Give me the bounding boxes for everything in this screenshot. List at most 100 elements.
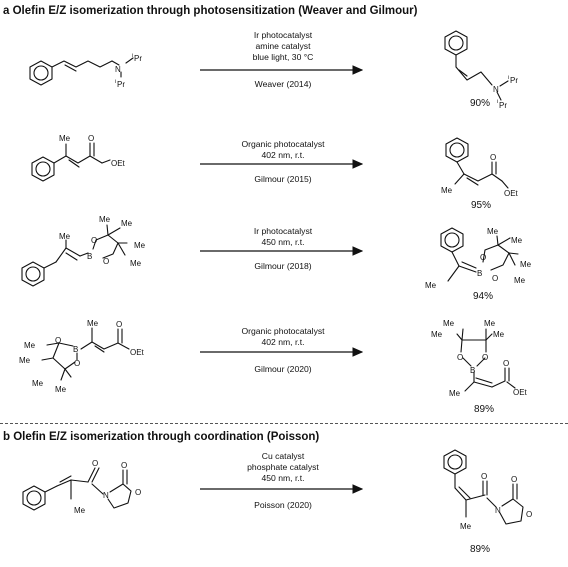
atom-label-b: B [73, 345, 78, 354]
reaction-4-citation: Gilmour (2020) [254, 364, 312, 374]
reaction-4-conditions: Organic photocatalyst 402 nm, r.t. [198, 326, 368, 348]
reaction-3-conditions: Ir photocatalyst 450 nm, r.t. [198, 226, 368, 248]
atom-label-me: Me [55, 385, 67, 394]
atom-labels: N i Pr i Pr N i Pr i Pr Me O OEt Me O OE… [19, 53, 532, 531]
atom-label-o: O [92, 459, 98, 468]
atom-label-me: Me [443, 319, 455, 328]
atom-label-oet: OEt [504, 189, 519, 198]
reaction-1-substrate [29, 57, 134, 86]
atom-label-o: O [88, 134, 94, 143]
atom-label-o: O [135, 488, 141, 497]
benzene-ring [21, 261, 45, 287]
section-b-title: Olefin E/Z isomerization through coordin… [13, 431, 320, 443]
atom-label-me: Me [121, 219, 133, 228]
atom-label-me: Me [74, 506, 86, 515]
atom-label-me: Me [32, 379, 44, 388]
reaction-1-condition-line: amine catalyst [255, 41, 311, 51]
atom-label-o: O [492, 274, 498, 283]
reaction-5-condition-line: 450 nm, r.t. [261, 473, 305, 483]
atom-label-me: Me [130, 259, 142, 268]
atom-label-me: Me [24, 341, 36, 350]
reaction-4-yield: 89% [474, 404, 495, 415]
section-a-title: Olefin E/Z isomerization through photose… [12, 5, 418, 17]
atom-label-n: N [495, 506, 501, 515]
reaction-1-product [444, 30, 509, 101]
reaction-3-citation: Gilmour (2018) [254, 261, 312, 271]
section-b-letter: b [3, 431, 11, 443]
atom-label-oet: OEt [130, 348, 145, 357]
atom-label-o: O [511, 475, 517, 484]
reaction-5-product [443, 449, 524, 525]
atom-label-me: Me [520, 260, 532, 269]
atom-label-o: O [103, 257, 109, 266]
atom-label-b: B [87, 252, 92, 261]
reaction-2-product [445, 137, 509, 189]
reaction-1-yield: 90% [470, 98, 491, 109]
reaction-5-substrate [22, 467, 132, 511]
reaction-3-product [440, 227, 519, 282]
atom-label-o: O [526, 510, 532, 519]
atom-label-me: Me [514, 276, 526, 285]
atom-label-o: O [490, 153, 496, 162]
benzene-ring [440, 227, 464, 253]
reaction-1-condition-line: Ir photocatalyst [253, 30, 313, 40]
reaction-2-conditions: Organic photocatalyst 402 nm, r.t. [198, 139, 368, 161]
reaction-2-condition-line: 402 nm, r.t. [261, 150, 305, 160]
atom-label-me: Me [425, 281, 437, 290]
section-a-heading: a Olefin E/Z isomerization through photo… [3, 5, 417, 17]
atom-label-pr: Pr [117, 80, 125, 89]
reaction-1-condition-line: blue light, 30 °C [252, 52, 314, 62]
atom-label-o: O [503, 359, 509, 368]
atom-label-me: Me [99, 215, 111, 224]
atom-label-pr: Pr [510, 76, 518, 85]
benzene-ring [444, 30, 468, 56]
section-b-heading: b Olefin E/Z isomerization through coord… [3, 431, 319, 443]
reaction-2-yield: 95% [471, 200, 492, 211]
atom-label-me: Me [59, 134, 71, 143]
reaction-4-condition-line: Organic photocatalyst [241, 326, 325, 336]
atom-label-o: O [116, 320, 122, 329]
atom-label-n: N [493, 85, 499, 94]
atom-label-n: N [115, 65, 121, 74]
reaction-5-condition-line: Cu catalyst [261, 451, 305, 461]
reaction-1-citation: Weaver (2014) [254, 79, 312, 89]
reaction-3-yield: 94% [473, 291, 494, 302]
atom-label-o: O [74, 359, 80, 368]
atom-label-b: B [470, 366, 475, 375]
reaction-5-citation: Poisson (2020) [254, 500, 312, 510]
atom-label-o: O [482, 353, 488, 362]
atom-label-me: Me [441, 186, 453, 195]
atom-label-me: Me [460, 522, 472, 531]
atom-label-o: O [481, 472, 487, 481]
reaction-4-product [456, 328, 516, 392]
atom-label-n: N [103, 491, 109, 500]
reaction-3-substrate [21, 224, 128, 287]
atom-label-me: Me [19, 356, 31, 365]
atom-label-me: Me [487, 227, 499, 236]
reaction-4-substrate [41, 327, 130, 381]
reaction-2-citation: Gilmour (2015) [254, 174, 312, 184]
benzene-ring [22, 485, 46, 511]
atom-label-me: Me [484, 319, 496, 328]
atom-label-o: O [480, 253, 486, 262]
atom-label-oet: OEt [111, 159, 126, 168]
reaction-3-condition-line: 450 nm, r.t. [261, 237, 305, 247]
reaction-5-yield: 89% [470, 544, 491, 555]
benzene-ring [29, 60, 53, 86]
atom-label-me: Me [134, 241, 146, 250]
reaction-2-condition-line: Organic photocatalyst [241, 139, 325, 149]
reaction-3-condition-line: Ir photocatalyst [253, 226, 313, 236]
reaction-2-substrate [31, 142, 111, 182]
atom-label-o: O [457, 353, 463, 362]
benzene-ring [445, 137, 469, 163]
atom-label-b: B [477, 269, 482, 278]
atom-label-o: O [55, 336, 61, 345]
section-a-letter: a [3, 5, 10, 17]
atom-label-me: Me [449, 389, 461, 398]
benzene-ring [443, 449, 467, 475]
atom-label-i: i [497, 99, 498, 105]
atom-label-o: O [91, 236, 97, 245]
reaction-1-conditions: Ir photocatalyst amine catalyst blue lig… [198, 30, 368, 63]
